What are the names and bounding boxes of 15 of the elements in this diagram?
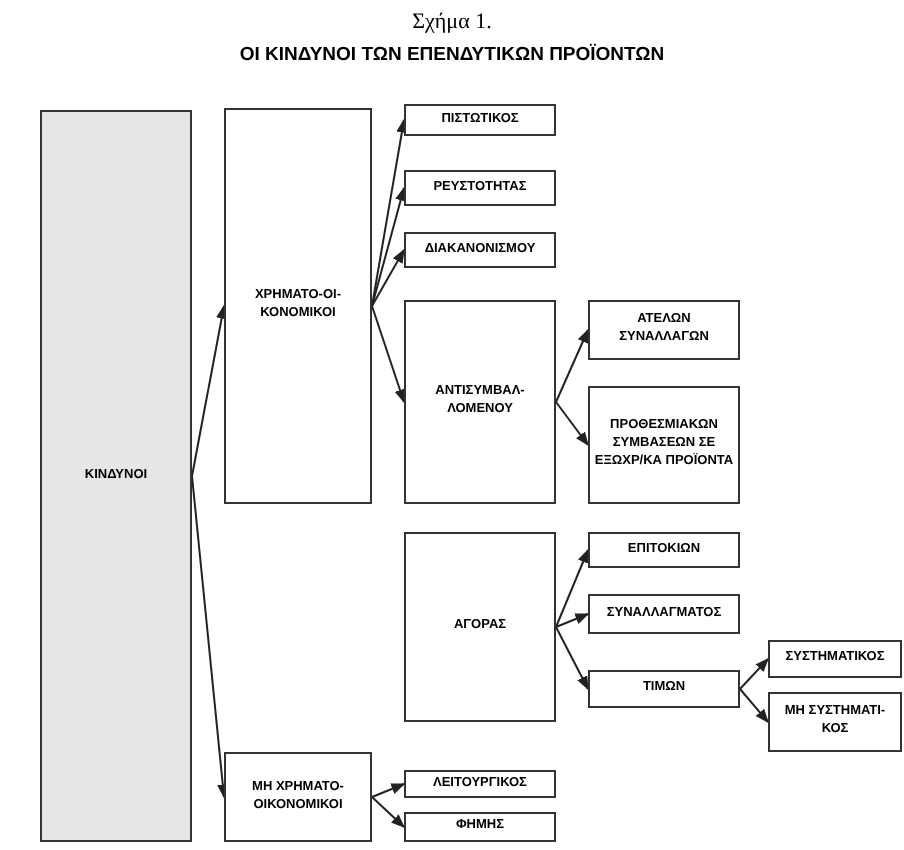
arrow [371,796,405,828]
arrow [555,548,589,628]
diagram-title: ΟΙ ΚΙΝΔΥΝΟΙ ΤΩΝ ΕΠΕΝΔΥΤΙΚΩΝ ΠΡΟΪΟΝΤΩΝ [239,42,665,70]
arrow [191,304,228,477]
arrow [555,401,589,447]
arrow [371,783,406,798]
arrow [555,626,589,691]
arrow [371,186,407,307]
arrow [739,688,769,724]
arrow [739,658,769,690]
figure-number: Σχήμα 1. [412,8,492,38]
arrow [555,613,590,628]
arrow [371,305,406,404]
arrow [555,328,589,403]
arrow [371,248,405,307]
